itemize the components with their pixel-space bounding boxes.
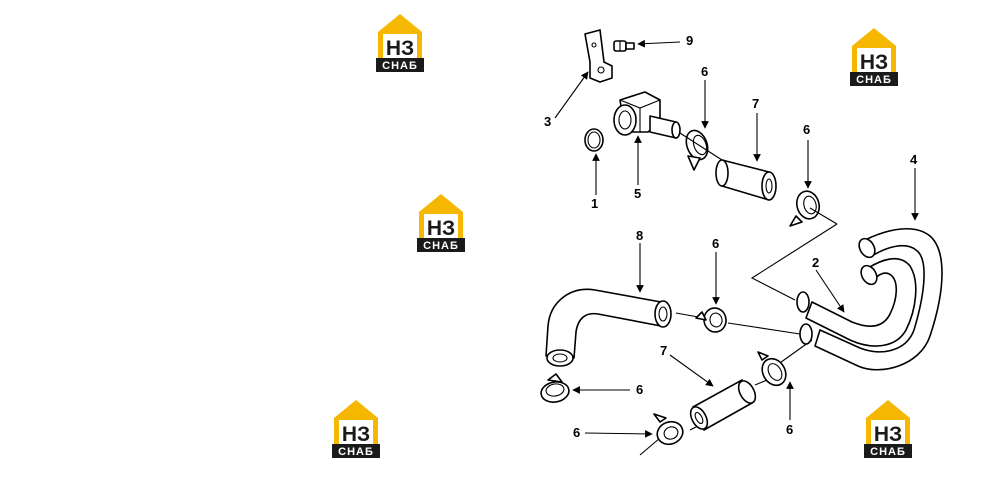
part-hose-clamp-6: [653, 413, 684, 446]
callout-numbers: 3 9 1 5 6 7 6 4 2 8 6 6 7 6 6: [544, 33, 918, 440]
part-screw: [613, 40, 635, 52]
logo-letters: НЗ: [427, 217, 455, 240]
part-hose-clamp-3: [695, 307, 727, 333]
logo-top-right: НЗ СНАБ: [850, 28, 898, 86]
part-hose-clamp-5: [757, 351, 787, 387]
callout-1: 1: [591, 196, 598, 211]
callout-3: 3: [544, 114, 551, 129]
logo-letters: НЗ: [860, 51, 888, 74]
part-elbow-fitting: [613, 91, 681, 139]
logo-letters: НЗ: [874, 423, 902, 446]
part-bent-hose-pair: [796, 227, 943, 371]
logo-letters: НЗ: [386, 37, 414, 60]
callout-6-upper-right: 6: [803, 122, 810, 137]
logo-subtitle: СНАБ: [870, 446, 906, 458]
part-o-ring: [584, 128, 604, 152]
part-hose-clamp-1: [685, 129, 709, 171]
callout-7-lower: 7: [660, 343, 667, 358]
callout-6-middle: 6: [712, 236, 719, 251]
part-hose-clamp-4: [540, 373, 570, 403]
logo-middle-left: НЗ СНАБ: [417, 194, 465, 252]
logo-bottom-right: НЗ СНАБ: [864, 400, 912, 458]
logo-subtitle: СНАБ: [423, 240, 459, 252]
logo-subtitle: СНАБ: [856, 74, 892, 86]
part-hose-short-lower: [689, 379, 757, 431]
leader-lines: [554, 39, 919, 438]
logo-letters: НЗ: [342, 423, 370, 446]
callout-6-upper: 6: [701, 64, 708, 79]
callout-6-lower-right: 6: [786, 422, 793, 437]
callout-8: 8: [636, 228, 643, 243]
callout-4: 4: [910, 152, 918, 167]
logo-subtitle: СНАБ: [338, 446, 374, 458]
callout-7-upper: 7: [752, 96, 759, 111]
part-hose-short-upper: [715, 159, 777, 201]
callout-6-bottom: 6: [573, 425, 580, 440]
part-hose-clamp-2: [789, 190, 821, 227]
callout-2: 2: [812, 255, 819, 270]
logo-top-left: НЗ СНАБ: [376, 14, 424, 72]
part-bent-hose-long: [545, 288, 672, 367]
callout-6-lower-left: 6: [636, 382, 643, 397]
logo-bottom-left: НЗ СНАБ: [332, 400, 380, 458]
callout-9: 9: [686, 33, 693, 48]
logo-subtitle: СНАБ: [382, 60, 418, 72]
callout-5: 5: [634, 186, 641, 201]
part-bracket: [584, 29, 613, 83]
